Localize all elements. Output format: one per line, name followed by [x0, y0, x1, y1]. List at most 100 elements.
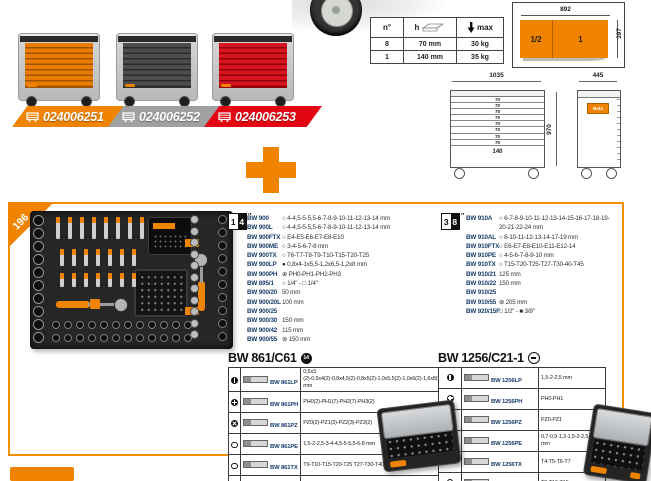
- plus-icon: [246, 147, 296, 193]
- tray-socket: [33, 293, 44, 304]
- catalog-row: BW 910/25: [466, 288, 616, 297]
- spec-row: 1 140 mm 35 kg: [370, 50, 504, 64]
- spec-max: 30 kg: [456, 37, 504, 51]
- cabinet-wheel: [179, 96, 190, 107]
- model-spec: □ 1/2" - ■ 3/8": [499, 307, 535, 315]
- bit-dots: [153, 234, 187, 250]
- model-code: BW 1256LP: [491, 378, 522, 384]
- down-arrow-icon: [467, 21, 475, 33]
- tray-bit: [84, 273, 88, 287]
- slot-symbol: [231, 376, 238, 384]
- tray-socket: [33, 319, 44, 330]
- model-code: BW 900/20: [247, 289, 278, 297]
- bit-pictogram: [464, 479, 489, 481]
- tray-bit: [108, 273, 112, 287]
- model-spec: ○ 4-4,5-5-5,5-6-7-8-9-10-11-12-13-14 mm: [282, 224, 391, 232]
- model-spec: ○ T15-T20-T25-T27-T30-40-T45: [499, 261, 584, 269]
- model-code: BW 910/22: [466, 280, 497, 288]
- beta-logo-chip: [27, 84, 37, 87]
- side-width-dim: 445: [592, 72, 604, 79]
- tray-socket: [112, 321, 120, 329]
- tray-socket: [88, 321, 96, 329]
- drawer-base: [123, 87, 191, 88]
- tray-socket: [76, 321, 84, 329]
- tray-socket: [218, 267, 227, 276]
- tray-socket: [160, 321, 168, 329]
- bit-cell: BW 1256LP: [461, 367, 539, 389]
- quarter-drive-list: BW 900○ 4-4,5-5-5,5-6-7-8-9-10-11-12-13-…: [247, 214, 441, 344]
- model-code: BW 900FTX: [247, 233, 281, 241]
- cabinet-wheel: [275, 96, 286, 107]
- inch-mark: ″: [248, 213, 252, 220]
- tray-socket: [124, 321, 132, 329]
- catalog-row: BW 895/1○ 1/4" - □ 1/4": [247, 279, 441, 288]
- tray-socket: [33, 332, 44, 343]
- order-code: 024006251: [43, 109, 104, 124]
- model-code: BW 900/25: [247, 307, 278, 315]
- drive-symbol-cell: [228, 391, 241, 413]
- tray-socket: [33, 306, 44, 317]
- order-code: 024006253: [235, 109, 296, 124]
- tray-socket: [172, 321, 180, 329]
- tray-socket: [172, 334, 180, 342]
- inch-mark: ″: [461, 213, 465, 220]
- dim-line: [452, 81, 541, 82]
- catalog-row: BW 900TX○ T6-T7-T8-T9-T10-T15-T20-T25: [247, 251, 441, 260]
- model-code: BW 900PH: [247, 270, 278, 278]
- spec-n: 8: [370, 37, 404, 51]
- pz-symbol: [229, 418, 240, 429]
- model-code: BW 900/20L: [247, 298, 281, 306]
- full-module-label: 1: [578, 34, 583, 44]
- drive-symbol-cell: [228, 433, 241, 455]
- tray-socket: [218, 228, 227, 237]
- case-latch: [590, 465, 608, 475]
- cabinet-wheel: [26, 96, 37, 107]
- tray-bit: [96, 273, 100, 287]
- cabinet-wheel: [220, 96, 231, 107]
- tray-socket: [218, 215, 227, 224]
- model-code: BW 861PZ: [270, 423, 298, 429]
- cabinet-wheel: [81, 96, 92, 107]
- drawer-dimension-diagram: 892 1/2 1 397: [512, 2, 625, 68]
- drawer-spec-table: n° h max 8 70 mm 30 kg 1 140 mm 35 kg: [370, 17, 504, 64]
- tray-bit: [116, 217, 120, 239]
- tray-socket: [52, 321, 60, 329]
- model-code: BW 910A: [466, 215, 493, 222]
- bit-cell: BW 1256PH: [461, 388, 539, 410]
- drawer-height-label: 70: [451, 115, 544, 122]
- tray-socket: [190, 295, 199, 305]
- drawer-height-label: 140: [492, 148, 503, 155]
- size-numerator: 1: [230, 216, 236, 227]
- cabinet-icon: [122, 111, 135, 122]
- model-code: BW 910FTX: [466, 242, 500, 250]
- page-footer-tab: [10, 467, 74, 481]
- tray-socket: [148, 334, 156, 342]
- tray-socket: [190, 215, 199, 224]
- tray-bit: [132, 273, 136, 287]
- bit-pictogram: [464, 374, 489, 382]
- tray-bit: [128, 217, 132, 239]
- tray-socket: [218, 241, 227, 250]
- top-rail: [578, 91, 620, 98]
- drive-symbol-cell: [228, 367, 241, 392]
- cabinet-photo-orange: [18, 33, 100, 107]
- bit-pictogram: [464, 395, 489, 403]
- bit-cell: BW 861PE: [239, 433, 302, 455]
- drawer-height-label: 70: [451, 134, 544, 140]
- tx-symbol: [231, 462, 238, 469]
- bit-case-photo-2: [582, 403, 651, 481]
- order-code-banner: 024006253: [204, 106, 322, 127]
- model-spec: [280, 307, 441, 316]
- tray-socket: [100, 334, 108, 342]
- case-latch: [629, 472, 641, 480]
- order-code-banner: 024006252: [108, 106, 226, 127]
- hex-symbol: [231, 441, 238, 448]
